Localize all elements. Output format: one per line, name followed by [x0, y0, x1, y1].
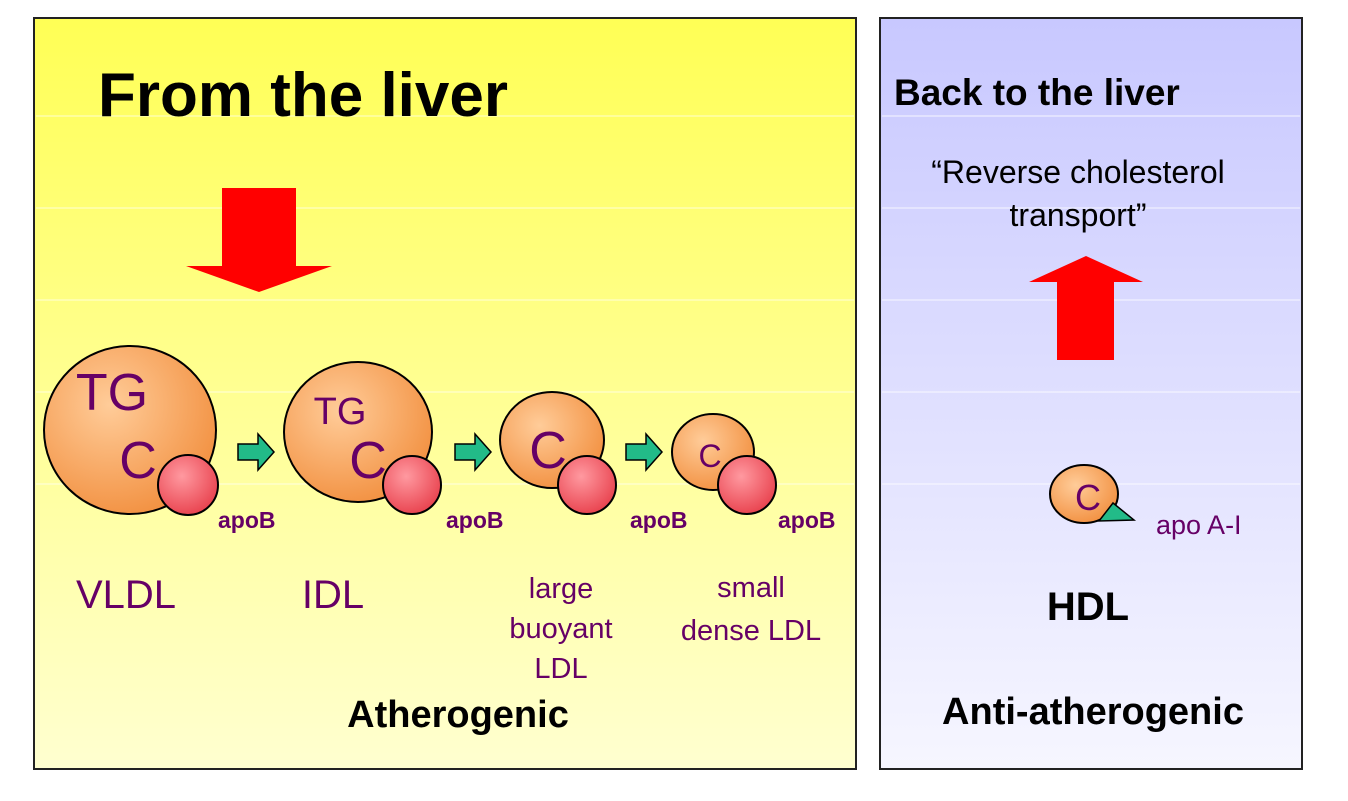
down-arrow-icon [186, 188, 332, 292]
hdl-particle: C [1049, 464, 1137, 524]
large-ldl-name-line1: large [529, 573, 594, 605]
large-ldl-name-line3: LDL [534, 653, 587, 685]
idl-apob-label: apoB [446, 507, 504, 533]
reverse-transport-line1: “Reverse cholesterol [931, 154, 1224, 190]
vldl-apob-label: apoB [218, 507, 276, 533]
idl-tg-label: TG [314, 391, 367, 433]
vldl-tg-label: TG [76, 364, 148, 422]
apob-sphere [157, 454, 219, 516]
reverse-transport-line2: transport” [1010, 197, 1147, 233]
large-ldl-name-line2: buoyant [509, 613, 612, 645]
apob-sphere [382, 455, 442, 515]
small-ldl-apob-label: apoB [778, 507, 836, 533]
hdl-c-label: C [1075, 477, 1101, 518]
right-title: Back to the liver [894, 72, 1180, 113]
green-arrow-icon [454, 432, 493, 472]
large-ldl-particle: C [499, 391, 617, 515]
green-arrow-icon [625, 432, 664, 472]
apob-sphere [717, 455, 777, 515]
anti-atherogenic-panel [879, 17, 1303, 770]
vldl-c-label: C [119, 432, 157, 490]
vldl-particle: TG C [43, 345, 219, 516]
small-ldl-particle: C [671, 413, 777, 515]
idl-name: IDL [302, 573, 364, 617]
vldl-name: VLDL [76, 573, 176, 617]
idl-particle: TG C [283, 361, 442, 515]
large-ldl-apob-label: apoB [630, 507, 688, 533]
atherogenic-label: Atherogenic [347, 694, 569, 736]
up-arrow-icon [1029, 256, 1143, 360]
idl-c-label: C [349, 432, 387, 490]
large-ldl-c-label: C [529, 422, 567, 480]
apob-sphere [557, 455, 617, 515]
small-ldl-name-line2: dense LDL [681, 615, 821, 647]
small-ldl-c-label: C [698, 438, 721, 474]
apoa1-triangle-icon [1097, 501, 1137, 522]
green-arrow-icon [237, 432, 276, 472]
hdl-name: HDL [1047, 585, 1129, 629]
left-title: From the liver [98, 61, 508, 130]
apoa1-label: apo A-I [1156, 510, 1242, 540]
small-ldl-name-line1: small [717, 572, 785, 604]
anti-atherogenic-label: Anti-atherogenic [942, 691, 1244, 733]
